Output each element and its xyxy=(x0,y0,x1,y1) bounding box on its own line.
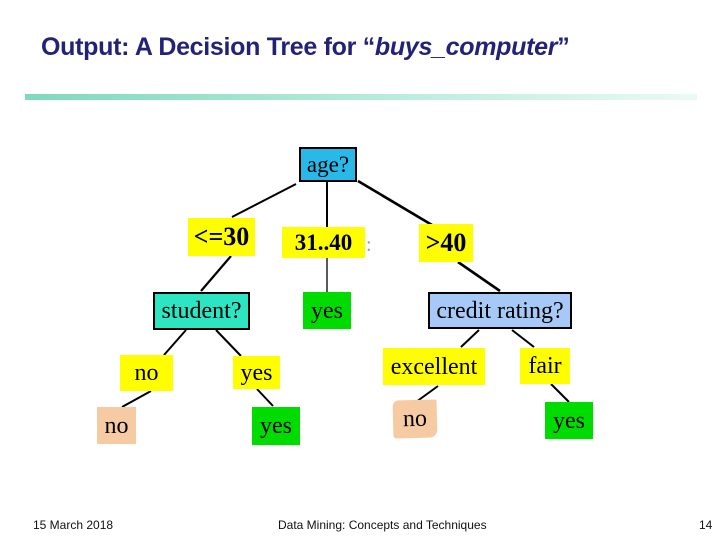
title-close-quote: ” xyxy=(557,33,570,61)
footer-page-number: 14 xyxy=(699,518,713,532)
stray-text-artifact: : xyxy=(366,234,372,256)
node-credit-question: credit rating? xyxy=(428,292,572,329)
leaf-no-left: no xyxy=(97,407,136,444)
title-text: Output: A Decision Tree for xyxy=(41,33,363,61)
slide-title: Output: A Decision Tree for “buys_comput… xyxy=(41,33,570,62)
leaf-yes-right: yes xyxy=(545,402,593,439)
title-emphasis-text: buys_computer xyxy=(374,33,558,61)
edge-gt40-credit xyxy=(457,260,501,293)
edge-age-le30 xyxy=(231,183,297,218)
branch-label-le30: <=30 xyxy=(188,218,255,256)
title-divider-rule xyxy=(25,94,697,100)
branch-label-31-40: 31..40 xyxy=(282,227,365,258)
node-age-question: age? xyxy=(299,147,357,182)
edge-credit-excellent xyxy=(460,329,480,348)
branch-label-fair: fair xyxy=(520,348,570,384)
edge-age-gt40 xyxy=(357,179,433,227)
edge-student-yes xyxy=(215,329,242,357)
edge-no-leafno xyxy=(121,390,152,408)
branch-label-no: no xyxy=(120,355,173,391)
title-open-quote: “ xyxy=(362,33,376,61)
footer-date: 15 March 2018 xyxy=(33,518,114,532)
branch-label-excellent: excellent xyxy=(383,348,485,385)
edge-yes-leafyes xyxy=(256,388,274,407)
edge-fair-leafyes xyxy=(550,383,570,403)
branch-label-gt40: >40 xyxy=(419,224,473,262)
footer-course-name: Data Mining: Concepts and Techniques xyxy=(278,518,487,532)
leaf-no-right: no xyxy=(392,399,438,439)
node-student-question: student? xyxy=(153,292,250,330)
edge-student-no xyxy=(163,329,187,356)
leaf-yes-left: yes xyxy=(252,407,300,445)
leaf-yes-middle: yes xyxy=(303,292,351,329)
branch-label-yes: yes xyxy=(233,356,280,389)
edge-excellent-leafno xyxy=(415,385,439,403)
edge-credit-fair xyxy=(511,329,535,348)
edge-le30-student xyxy=(200,255,232,292)
